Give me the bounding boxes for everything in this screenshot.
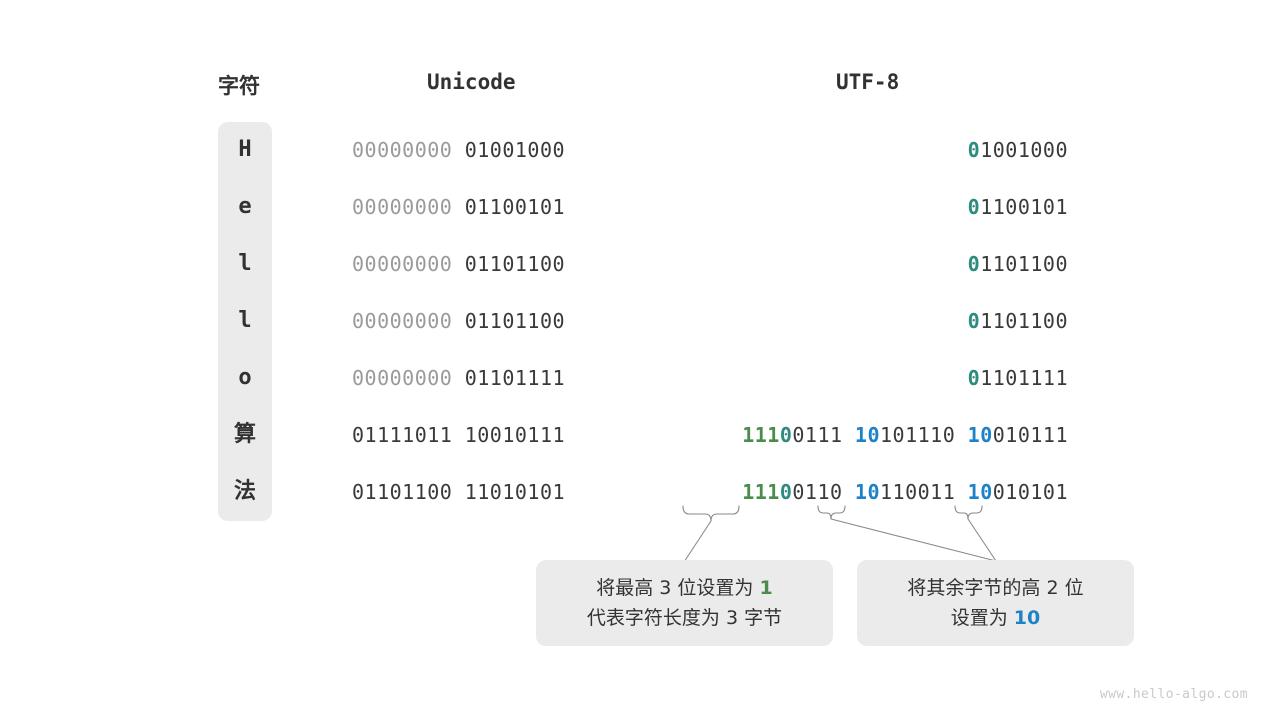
leader-length (683, 520, 712, 563)
character-cell: 算 (233, 422, 256, 447)
utf8-byte: 01101100 (968, 252, 1068, 276)
utf8-marker-bits: 10 (854, 480, 881, 504)
callout-length-line1-prefix: 将最高 3 位设置为 (596, 577, 760, 599)
utf8-marker-bits: 0 (967, 366, 981, 390)
leader-continuation-1 (830, 518, 997, 562)
callout-length-line2: 代表字符长度为 3 字节 (586, 607, 783, 629)
callout-continuation-line1: 将其余字节的高 2 位 (907, 577, 1084, 599)
utf8-payload-bits: 1101111 (980, 366, 1068, 390)
utf8-byte: 10101110 (855, 423, 955, 447)
utf8-marker-bits: 111 (742, 423, 780, 447)
utf8-payload-bits: 0110 (792, 480, 843, 504)
column-header-character: 字符 (218, 74, 260, 98)
character-cell: e (238, 194, 252, 219)
utf8-bits: 01101100 (968, 244, 1068, 284)
utf8-marker-terminator-bit: 0 (779, 480, 793, 504)
utf8-payload-bits: 110011 (880, 480, 956, 504)
utf8-byte: 10010111 (968, 423, 1068, 447)
watermark: www.hello-algo.com (1099, 687, 1248, 702)
utf8-byte: 10110011 (855, 480, 955, 504)
unicode-low-byte: 01100101 (464, 195, 566, 219)
utf8-bits: 01001000 (968, 130, 1068, 170)
utf8-payload-bits: 101110 (880, 423, 956, 447)
unicode-bits: 00000000 01101100 (352, 301, 565, 341)
utf8-byte: 11100110 (742, 480, 842, 504)
utf8-payload-bits: 1100101 (980, 195, 1068, 219)
utf8-payload-bits: 1101100 (980, 309, 1068, 333)
character-cell: l (238, 308, 252, 333)
unicode-low-byte: 01101111 (464, 366, 566, 390)
utf8-marker-bits: 0 (967, 252, 981, 276)
utf8-marker-bits: 10 (854, 423, 881, 447)
character-cell: H (238, 137, 252, 162)
character-cell: l (238, 251, 252, 276)
column-header-unicode: Unicode (427, 70, 516, 94)
unicode-low-byte: 01101100 (464, 252, 566, 276)
utf8-marker-bits: 0 (967, 309, 981, 333)
brace-length-bits (682, 505, 740, 522)
callout-continuation: 将其余字节的高 2 位 设置为 10 (857, 560, 1134, 646)
callout-continuation-line2-prefix: 设置为 (950, 607, 1014, 629)
utf8-marker-bits: 10 (967, 480, 993, 504)
unicode-bits: 01101100 11010101 (352, 472, 565, 512)
leader-continuation-2 (967, 518, 997, 562)
utf8-bits: 01101111 (968, 358, 1068, 398)
unicode-high-byte: 01101100 (352, 480, 453, 504)
character-column-panel (218, 122, 272, 521)
utf8-marker-bits: 111 (742, 480, 780, 504)
callout-continuation-value: 10 (1013, 607, 1041, 629)
utf8-bits: 01100101 (968, 187, 1068, 227)
character-cell: 法 (233, 479, 256, 504)
callout-length: 将最高 3 位设置为 1 代表字符长度为 3 字节 (536, 560, 833, 646)
unicode-low-byte: 11010101 (464, 480, 566, 504)
callout-length-line1: 将最高 3 位设置为 1 (556, 573, 813, 603)
utf8-byte: 11100111 (742, 423, 842, 447)
utf8-marker-bits: 0 (967, 138, 981, 162)
callout-continuation-line2: 设置为 10 (877, 603, 1114, 633)
utf8-bits: 01101100 (968, 301, 1068, 341)
utf8-marker-bits: 10 (967, 423, 993, 447)
callout-length-value: 1 (759, 577, 773, 599)
column-header-utf8: UTF-8 (836, 70, 900, 94)
unicode-high-byte: 00000000 (352, 195, 453, 219)
unicode-bits: 01111011 10010111 (352, 415, 565, 455)
utf8-byte: 01001000 (968, 138, 1068, 162)
character-cell: o (238, 365, 252, 390)
unicode-high-byte: 00000000 (352, 138, 453, 162)
utf8-payload-bits: 010111 (992, 423, 1068, 447)
utf8-byte: 01101111 (968, 366, 1068, 390)
unicode-bits: 00000000 01101100 (352, 244, 565, 284)
utf8-byte: 01101100 (968, 309, 1068, 333)
utf8-byte: 10010101 (968, 480, 1068, 504)
unicode-low-byte: 01101100 (464, 309, 566, 333)
utf8-payload-bits: 1001000 (980, 138, 1068, 162)
utf8-payload-bits: 010101 (992, 480, 1068, 504)
utf8-payload-bits: 0111 (792, 423, 843, 447)
utf8-payload-bits: 1101100 (980, 252, 1068, 276)
unicode-high-byte: 00000000 (352, 309, 453, 333)
unicode-high-byte: 00000000 (352, 366, 453, 390)
unicode-high-byte: 01111011 (352, 423, 453, 447)
utf8-marker-terminator-bit: 0 (779, 423, 793, 447)
unicode-low-byte: 10010111 (464, 423, 566, 447)
unicode-high-byte: 00000000 (352, 252, 453, 276)
utf8-marker-bits: 0 (967, 195, 981, 219)
unicode-low-byte: 01001000 (464, 138, 566, 162)
unicode-bits: 00000000 01101111 (352, 358, 565, 398)
unicode-bits: 00000000 01001000 (352, 130, 565, 170)
unicode-bits: 00000000 01100101 (352, 187, 565, 227)
utf8-byte: 01100101 (968, 195, 1068, 219)
